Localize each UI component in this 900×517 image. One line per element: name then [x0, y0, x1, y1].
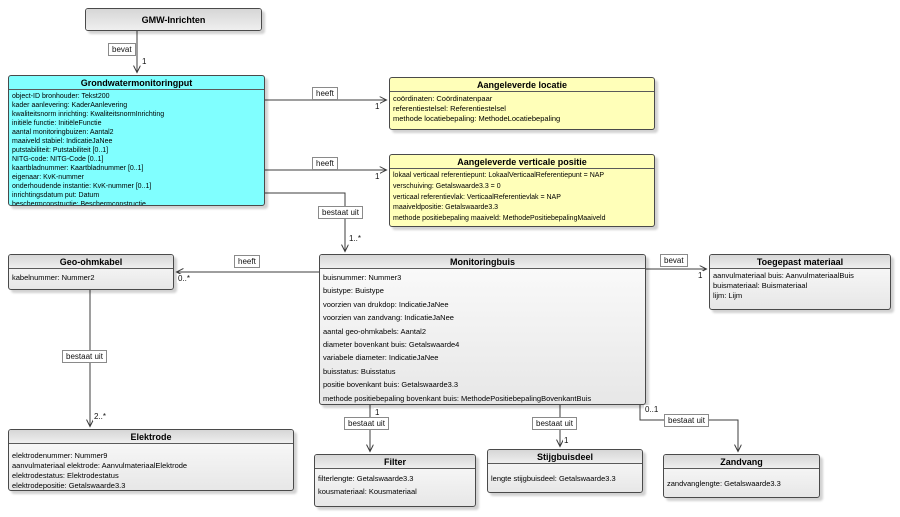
class-title: Stijgbuisdeel	[488, 450, 642, 464]
class-box-filter[interactable]: Filter filterlengte: Getalswaarde3.3 kou…	[314, 454, 476, 507]
class-title: Zandvang	[664, 455, 819, 469]
class-title: Elektrode	[9, 430, 293, 444]
class-title: Toegepast materiaal	[710, 255, 890, 269]
connector-label: heeft	[234, 255, 260, 268]
attribute-list: lengte stijgbuisdeel: Getalswaarde3.3	[488, 464, 642, 484]
class-box-zandvang[interactable]: Zandvang zandvanglengte: Getalswaarde3.3	[663, 454, 820, 498]
attribute: methode positiebepaling bovenkant buis: …	[323, 393, 592, 403]
class-title: Monitoringbuis	[320, 255, 645, 269]
class-title: Aangeleverde locatie	[390, 78, 654, 92]
connector-label: bestaat uit	[664, 414, 709, 427]
attribute-list: object-ID bronhouder: Tekst200 kader aan…	[9, 90, 264, 206]
class-box-monitoringbuis[interactable]: Monitoringbuis buisnummer: Nummer3 buist…	[319, 254, 646, 405]
class-title: Aangeleverde verticale positie	[390, 155, 654, 169]
attribute: kader aanlevering: KaderAanlevering	[12, 102, 128, 109]
attribute: object-ID bronhouder: Tekst200	[12, 93, 110, 100]
class-box-grondwatermonitoringput[interactable]: Grondwatermonitoringput object-ID bronho…	[8, 75, 265, 206]
attribute: positie bovenkant buis: Getalswaarde3.3	[323, 380, 459, 390]
connector-label: heeft	[312, 157, 338, 170]
attribute: lijm: Lijm	[713, 290, 743, 300]
class-title: Geo-ohmkabel	[9, 255, 173, 269]
class-box-toegepast-materiaal[interactable]: Toegepast materiaal aanvulmateriaal buis…	[709, 254, 891, 310]
attribute: kwaliteitsnorm inrichting: Kwaliteitsnor…	[12, 111, 165, 118]
attribute: putstabiliteit: Putstabiliteit [0..1]	[12, 147, 109, 154]
class-title: GMW-Inrichten	[86, 9, 261, 30]
connector-put-bestaat-uit-monitoringbuis	[265, 192, 345, 251]
multiplicity-label: 1..*	[348, 234, 363, 243]
attribute: kousmateriaal: Kousmateriaal	[318, 486, 417, 496]
attribute-list: elektrodenummer: Nummer9 aanvulmateriaal…	[9, 444, 293, 490]
attribute: buismateriaal: Buismateriaal	[713, 280, 808, 290]
attribute: voorzien van drukdop: IndicatieJaNee	[323, 299, 449, 309]
attribute: aanvulmateriaal elektrode: Aanvulmateria…	[12, 461, 188, 470]
attribute: elektrodenummer: Nummer9	[12, 451, 108, 460]
attribute: kaartbladnummer: Kaartbladnummer [0..1]	[12, 165, 144, 172]
attribute: maaiveld stabiel: IndicatieJaNee	[12, 138, 113, 145]
attribute: buistype: Buistype	[323, 286, 384, 296]
multiplicity-label: 1	[374, 408, 381, 417]
attribute-list: lokaal verticaal referentiepunt: LokaalV…	[390, 169, 654, 225]
attribute: filterlengte: Getalswaarde3.3	[318, 474, 414, 483]
attribute: inrichtingsdatum put: Datum	[12, 192, 100, 199]
class-box-aangeleverde-locatie[interactable]: Aangeleverde locatie coördinaten: Coördi…	[389, 77, 655, 130]
multiplicity-label: 0..1	[644, 405, 660, 414]
attribute: buisstatus: Buisstatus	[323, 366, 396, 376]
attribute: NITG-code: NITG-Code [0..1]	[12, 156, 104, 163]
attribute: voorzien van zandvang: IndicatieJaNee	[323, 313, 454, 323]
attribute: initiële functie: InitiëleFunctie	[12, 120, 102, 127]
attribute: aantal monitoringbuizen: Aantal2	[12, 129, 114, 136]
attribute: verschuiving: Getalswaarde3.3 = 0	[393, 182, 501, 190]
multiplicity-label: 1	[374, 102, 381, 111]
attribute: elektrodestatus: Elektrodestatus	[12, 471, 119, 480]
class-box-aangeleverde-verticale-positie[interactable]: Aangeleverde verticale positie lokaal ve…	[389, 154, 655, 227]
attribute: kabelnummer: Nummer2	[12, 273, 95, 282]
class-title: Grondwatermonitoringput	[9, 76, 264, 90]
connector-label: bevat	[660, 254, 688, 267]
attribute: beschermconstructie: Beschermconstructie	[12, 201, 146, 206]
connector-label: bestaat uit	[532, 417, 577, 430]
multiplicity-label: 0..*	[177, 274, 192, 283]
attribute: coördinaten: Coördinatenpaar	[393, 94, 493, 103]
connector-label: bestaat uit	[318, 206, 363, 219]
attribute: verticaal referentievlak: VerticaalRefer…	[393, 193, 561, 201]
class-box-stijgbuisdeel[interactable]: Stijgbuisdeel lengte stijgbuisdeel: Geta…	[487, 449, 643, 493]
attribute: maaiveldpositie: Getalswaarde3.3	[393, 204, 499, 212]
attribute: variabele diameter: IndicatieJaNee	[323, 353, 439, 363]
attribute-list: coördinaten: Coördinatenpaar referenties…	[390, 92, 654, 124]
attribute: methode positiebepaling maaiveld: Method…	[393, 215, 606, 223]
connector-label: bevat	[108, 43, 136, 56]
attribute: aantal geo-ohmkabels: Aantal2	[323, 326, 426, 336]
multiplicity-label: 2..*	[93, 412, 108, 421]
attribute: methode locatiebepaling: MethodeLocatieb…	[393, 114, 561, 123]
attribute: zandvanglengte: Getalswaarde3.3	[667, 479, 781, 488]
connector-label: bestaat uit	[344, 417, 389, 430]
attribute: referentiestelsel: Referentiestelsel	[393, 104, 506, 113]
class-box-geo-ohmkabel[interactable]: Geo-ohmkabel kabelnummer: Nummer2	[8, 254, 174, 290]
class-box-elektrode[interactable]: Elektrode elektrodenummer: Nummer9 aanvu…	[8, 429, 294, 491]
attribute: eigenaar: KvK-nummer	[12, 174, 84, 181]
connector-label: bestaat uit	[62, 350, 107, 363]
attribute-list: aanvulmateriaal buis: AanvulmateriaalBui…	[710, 269, 890, 300]
attribute: aanvulmateriaal buis: AanvulmateriaalBui…	[713, 271, 854, 280]
multiplicity-label: 1	[563, 436, 570, 445]
attribute: lengte stijgbuisdeel: Getalswaarde3.3	[491, 474, 616, 483]
multiplicity-label: 1	[374, 172, 381, 181]
attribute: elektrodepositie: Getalswaarde3.3	[12, 481, 126, 490]
attribute: onderhoudende instantie: KvK-nummer [0..…	[12, 183, 152, 190]
multiplicity-label: 1	[697, 271, 704, 280]
attribute: buisnummer: Nummer3	[323, 273, 402, 282]
attribute-list: filterlengte: Getalswaarde3.3 kousmateri…	[315, 469, 475, 498]
attribute-list: buisnummer: Nummer3 buistype: Buistype v…	[320, 269, 645, 404]
multiplicity-label: 1	[141, 57, 148, 66]
class-box-gmw-inrichten[interactable]: GMW-Inrichten	[85, 8, 262, 31]
attribute-list: kabelnummer: Nummer2	[9, 269, 173, 283]
class-title: Filter	[315, 455, 475, 469]
attribute-list: zandvanglengte: Getalswaarde3.3	[664, 469, 819, 489]
attribute: diameter bovenkant buis: Getalswaarde4	[323, 340, 460, 350]
attribute: lokaal verticaal referentiepunt: LokaalV…	[393, 172, 605, 179]
connector-label: heeft	[312, 87, 338, 100]
